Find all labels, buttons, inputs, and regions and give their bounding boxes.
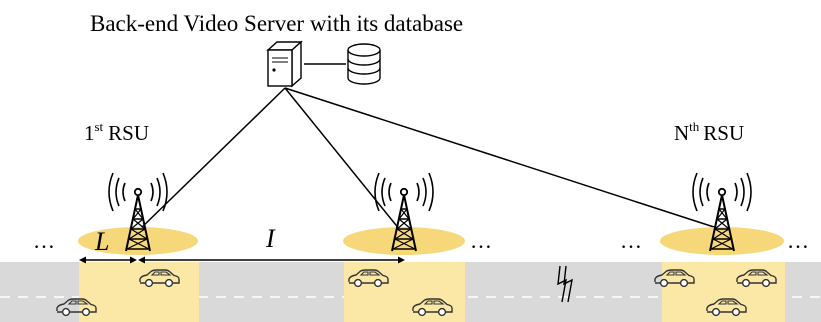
road-break-marker (557, 265, 573, 303)
dimension-arrows (79, 256, 405, 264)
coverage-oval-1 (78, 227, 198, 255)
ellipsis-before-n: … (620, 228, 643, 253)
server-icon (266, 40, 303, 88)
ellipsis-mid-right: … (470, 228, 493, 253)
ellipsis-right: … (787, 228, 810, 253)
coverage-oval-2 (343, 227, 465, 255)
ellipsis-left: … (33, 228, 56, 253)
label-I: I (265, 224, 276, 253)
label-L: L (94, 227, 109, 256)
coverage-zone-1 (79, 262, 199, 322)
diagram-title: Back-end Video Server with its database (90, 11, 463, 36)
connection-lines (137, 63, 718, 236)
coverage-oval-n (660, 227, 784, 255)
database-icon (347, 43, 381, 85)
